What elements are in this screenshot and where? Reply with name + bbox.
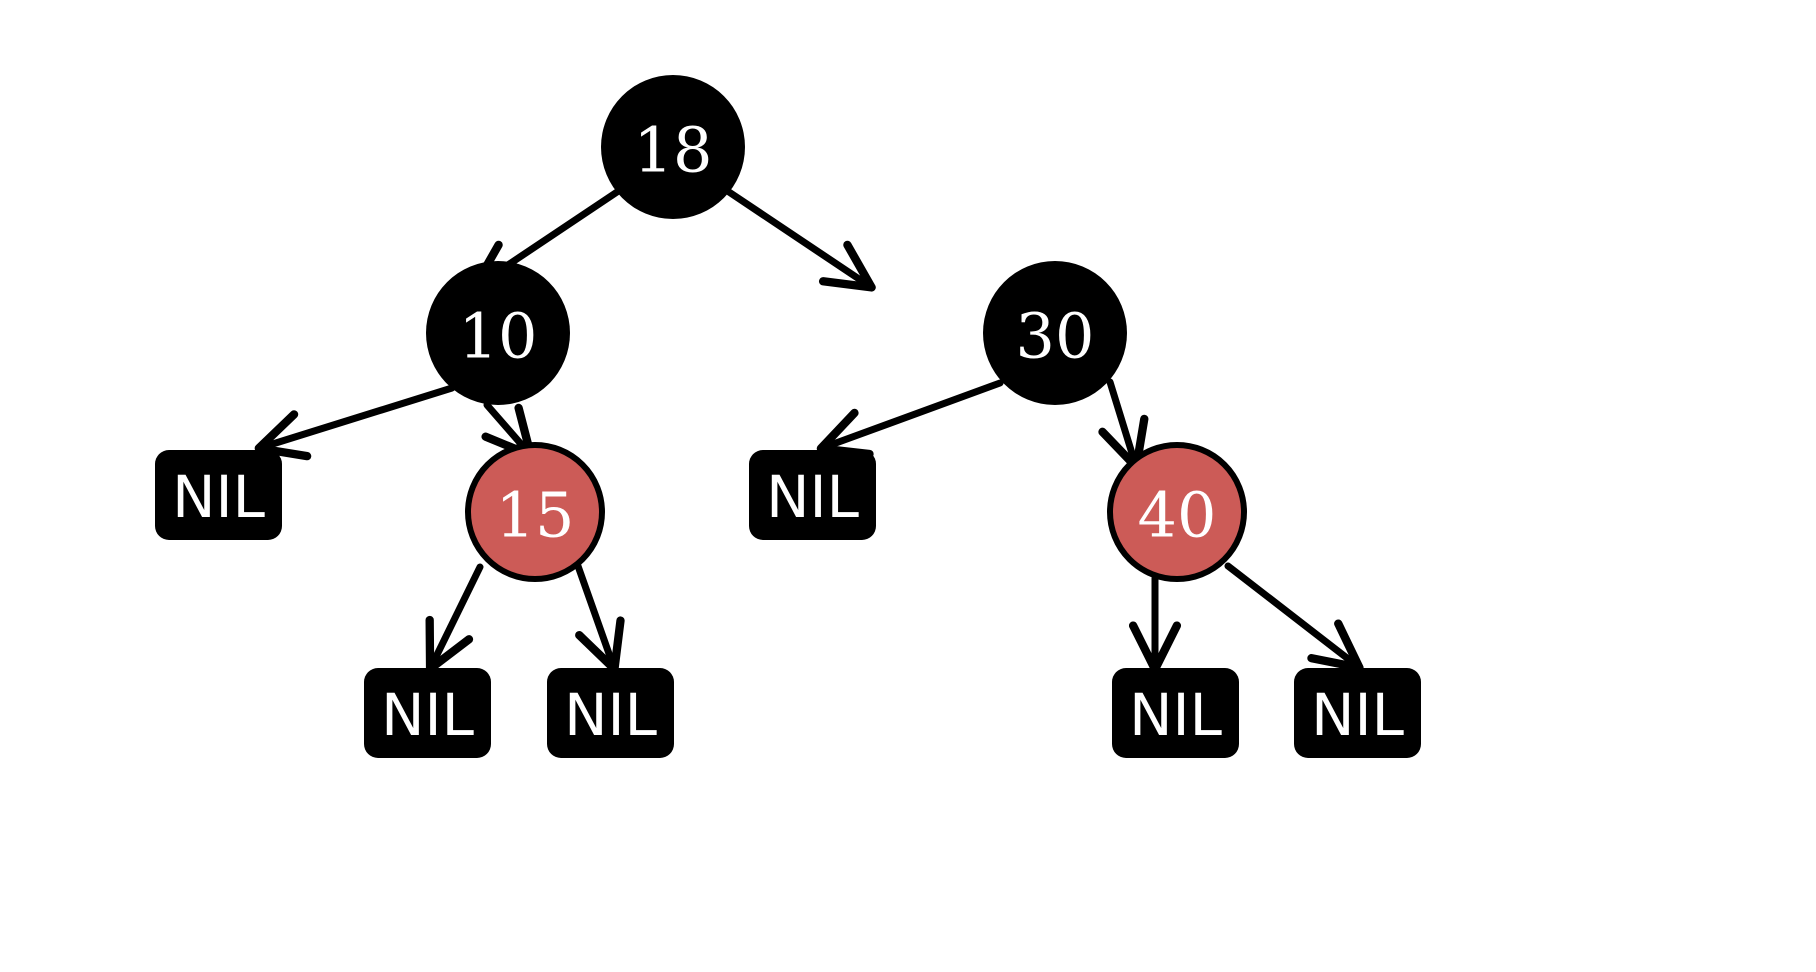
nil-leaf-box [364, 668, 491, 758]
nil-leaf-6[interactable]: NIL [1294, 668, 1421, 758]
nil-leaf-box [1112, 668, 1239, 758]
nil-leaf-label: NIL [172, 463, 265, 531]
node-label: 18 [634, 114, 713, 187]
nil-leaf-label: NIL [381, 681, 474, 749]
nil-leaf-label: NIL [766, 463, 859, 531]
tree-node-10[interactable]: 10 [426, 261, 570, 405]
edge-group [254, 188, 1364, 674]
node-label: 30 [1016, 300, 1095, 373]
nil-leaf-2[interactable]: NIL [364, 668, 491, 758]
node-circle-black [983, 261, 1127, 405]
edge-18-to-30 [725, 188, 876, 292]
edge-30-to-nil4 [816, 379, 1004, 459]
nil-leaf-box [1294, 668, 1421, 758]
tree-node-30[interactable]: 30 [983, 261, 1127, 405]
tree-node-40[interactable]: 40 [1107, 442, 1247, 582]
node-group: 18 10 30 15 40 [426, 75, 1247, 582]
tree-node-15[interactable]: 15 [465, 442, 605, 582]
nil-leaf-group: NIL NIL NIL NIL NIL NIL [155, 450, 1421, 758]
node-label: 15 [496, 479, 575, 552]
nil-leaf-label: NIL [564, 681, 657, 749]
nil-leaf-box [155, 450, 282, 540]
node-circle-red [465, 442, 605, 582]
edge-15-to-nil2 [425, 563, 484, 674]
node-label: 40 [1138, 479, 1217, 552]
node-circle-red [1107, 442, 1247, 582]
nil-leaf-box [749, 450, 876, 540]
edge-15-to-nil3 [574, 562, 625, 674]
node-circle-black [426, 261, 570, 405]
edge-40-to-nil6 [1224, 562, 1364, 672]
edge-10-to-nil1 [254, 384, 456, 461]
nil-leaf-box [547, 668, 674, 758]
nil-leaf-label: NIL [1129, 681, 1222, 749]
nil-leaf-5[interactable]: NIL [1112, 668, 1239, 758]
edge-30-to-40 [1098, 378, 1149, 472]
tree-node-18[interactable]: 18 [601, 75, 745, 219]
node-circle-black [601, 75, 745, 219]
nil-leaf-4[interactable]: NIL [749, 450, 876, 540]
nil-leaf-label: NIL [1311, 681, 1404, 749]
nil-leaf-1[interactable]: NIL [155, 450, 282, 540]
node-label: 10 [459, 300, 538, 373]
nil-leaf-3[interactable]: NIL [547, 668, 674, 758]
